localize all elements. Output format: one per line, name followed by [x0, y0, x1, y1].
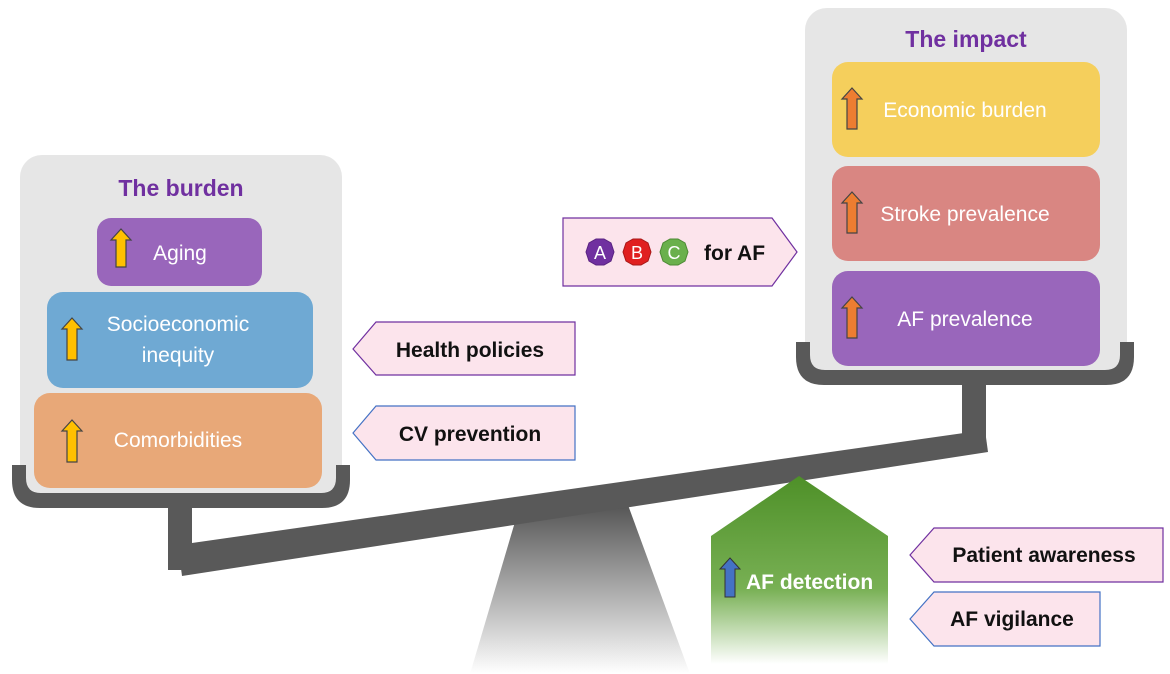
fulcrum: [470, 505, 690, 674]
patient-awareness-tag-background: [909, 527, 1164, 583]
aging-box: [97, 218, 262, 286]
impact-tray: [796, 342, 1134, 385]
badge-c-letter: C: [668, 243, 681, 263]
abc-suffix-label: for AF: [704, 242, 765, 265]
badge-a-icon: [585, 238, 615, 266]
badge-c-icon: [659, 238, 689, 266]
health-policies-tag: Health policies: [352, 321, 576, 376]
burden-panel: The burden Aging Socioeconomic inequity …: [12, 155, 350, 508]
patient-awareness-label: Patient awareness: [952, 544, 1135, 567]
aging-up-arrow-icon: [109, 228, 133, 268]
socioeconomic-box: [47, 292, 313, 388]
af-detection-label: AF detection: [746, 571, 873, 594]
aging-label: Aging: [153, 242, 207, 265]
burden-tray: [12, 465, 350, 508]
patient-awareness-tag: Patient awareness: [909, 527, 1164, 583]
socioeconomic-label-line1: Socioeconomic: [107, 313, 249, 336]
left-post: [168, 498, 192, 570]
stroke-prevalence-box: [832, 166, 1100, 261]
af-vigilance-tag-background: [909, 591, 1101, 647]
af-prevalence-box: [832, 271, 1100, 366]
abc-tag: A B C for AF: [562, 217, 798, 287]
cv-prevention-label: CV prevention: [399, 423, 541, 446]
right-post: [962, 380, 986, 446]
comorbidities-label: Comorbidities: [114, 429, 242, 452]
cv-prevention-tag: CV prevention: [352, 405, 576, 461]
impact-panel: The impact Economic burden Stroke preval…: [796, 8, 1134, 385]
stroke-prevalence-label: Stroke prevalence: [880, 203, 1049, 226]
comorbidities-up-arrow-icon: [60, 419, 84, 463]
socioeconomic-up-arrow-icon: [60, 317, 84, 361]
badge-a-letter: A: [594, 243, 606, 263]
af-prevalence-label: AF prevalence: [897, 308, 1032, 331]
af-vigilance-label: AF vigilance: [950, 608, 1074, 631]
badge-b-letter: B: [631, 243, 643, 263]
af-detection-arrow: AF detection: [711, 476, 888, 664]
af-prevalence-up-arrow-icon: [840, 296, 864, 339]
comorbidities-box: [34, 393, 322, 488]
health-policies-label: Health policies: [396, 339, 544, 362]
af-detection-background: [711, 476, 888, 664]
burden-title: The burden: [118, 175, 243, 201]
scale-beam: [178, 430, 988, 576]
socioeconomic-label-line2: inequity: [142, 344, 215, 367]
af-detection-up-arrow-icon: [718, 557, 742, 598]
cv-prevention-tag-background: [352, 405, 576, 461]
economic-up-arrow-icon: [840, 87, 864, 130]
scale-frame: [168, 380, 988, 576]
impact-title: The impact: [905, 26, 1027, 52]
stroke-up-arrow-icon: [840, 191, 864, 234]
economic-burden-label: Economic burden: [883, 99, 1046, 122]
health-policies-tag-background: [352, 321, 576, 376]
af-vigilance-tag: AF vigilance: [909, 591, 1101, 647]
badge-b-icon: [622, 238, 652, 266]
economic-burden-box: [832, 62, 1100, 157]
